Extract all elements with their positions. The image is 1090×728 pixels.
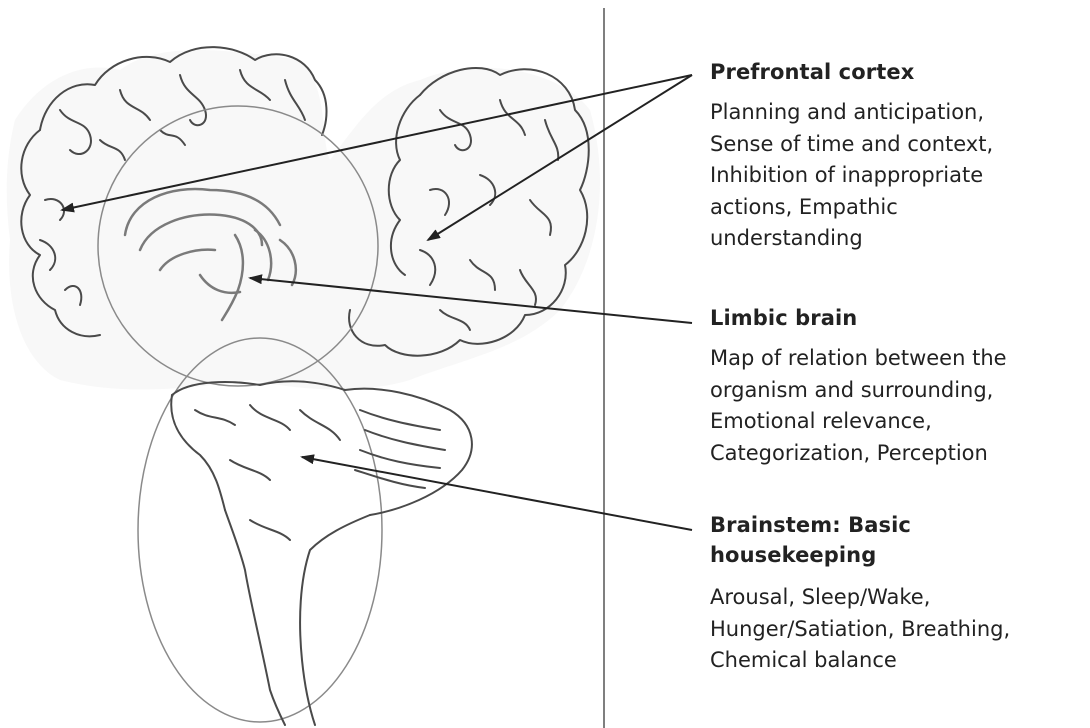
limbic-brain-title: Limbic brain <box>710 303 1082 333</box>
limbic-brain-label: Limbic brain Map of relation between the… <box>710 303 1082 469</box>
prefrontal-desc-line: understanding <box>710 223 1082 255</box>
limbic-desc-line: Emotional relevance, <box>710 406 1082 438</box>
brainstem-title-line: Brainstem: Basic <box>710 510 1082 540</box>
brainstem-title: Brainstem: Basic housekeeping <box>710 510 1082 570</box>
brainstem-desc-line: Chemical balance <box>710 645 1082 677</box>
brainstem-desc-line: Hunger/Satiation, Breathing, <box>710 614 1082 646</box>
limbic-desc-line: Map of relation between the <box>710 343 1082 375</box>
prefrontal-desc-line: Planning and anticipation, <box>710 97 1082 129</box>
brainstem-label: Brainstem: Basic housekeeping Arousal, S… <box>710 510 1082 677</box>
prefrontal-desc-line: actions, Empathic <box>710 192 1082 224</box>
limbic-desc-line: organism and surrounding, <box>710 375 1082 407</box>
limbic-desc-line: Categorization, Perception <box>710 438 1082 470</box>
brainstem-title-line: housekeeping <box>710 540 1082 570</box>
brainstem-region-oval <box>138 338 382 722</box>
brainstem-sketch <box>171 381 472 725</box>
brainstem-desc-line: Arousal, Sleep/Wake, <box>710 582 1082 614</box>
prefrontal-cortex-label: Prefrontal cortex Planning and anticipat… <box>710 57 1082 255</box>
brain-shading <box>7 50 600 389</box>
prefrontal-cortex-title: Prefrontal cortex <box>710 57 1082 87</box>
prefrontal-desc-line: Sense of time and context, <box>710 129 1082 161</box>
prefrontal-desc-line: Inhibition of inappropriate <box>710 160 1082 192</box>
